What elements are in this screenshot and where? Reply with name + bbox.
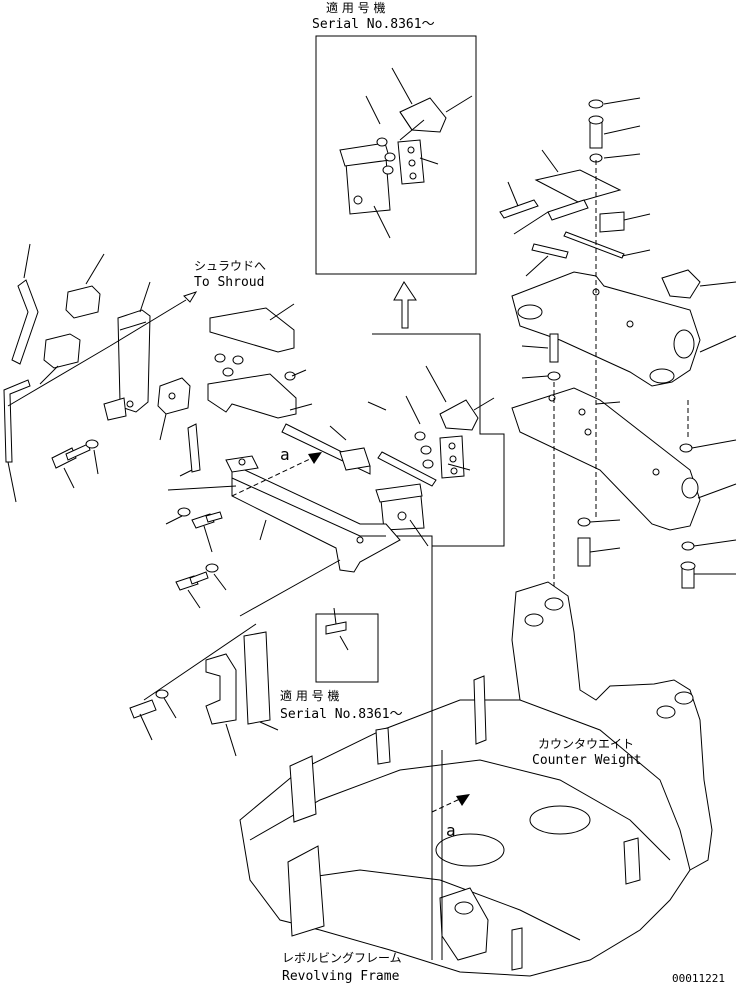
revolving-frame-jp: レボルビングフレーム	[282, 951, 402, 965]
inset-serial-top	[315, 35, 477, 275]
diagram-labels: 適 用 号 機 Serial No.8361～ シュラウドへ To Shroud…	[194, 0, 725, 985]
view-marker-a-top: a	[280, 445, 290, 464]
counter-weight: Counter Weight	[532, 753, 642, 768]
inset-cover-assembly	[367, 333, 505, 547]
inset-arrow-up	[393, 281, 417, 329]
revolving-frame	[239, 540, 713, 977]
serial-mid: Serial No.8361～	[280, 707, 403, 722]
to-shroud: To Shroud	[194, 275, 264, 290]
cover-plate-group	[179, 303, 371, 477]
serial-mid-jp: 適 用 号 機	[280, 688, 339, 703]
inset-serial-mid	[315, 607, 379, 683]
shroud-bracket-group	[3, 243, 198, 503]
document-number: 00011221	[672, 972, 725, 985]
view-marker-a-bottom: a	[446, 821, 456, 840]
serial-top: Serial No.8361～	[312, 17, 435, 32]
to-shroud-jp: シュラウドへ	[194, 259, 266, 273]
support-bracket	[165, 452, 401, 609]
serial-top-jp: 適 用 号 機	[326, 0, 385, 15]
counter-weight-jp: カウンタウエイト	[538, 737, 634, 751]
counterweight-bracket-group	[499, 97, 737, 600]
revolving-frame: Revolving Frame	[282, 969, 400, 984]
spacer-plates	[129, 559, 341, 757]
